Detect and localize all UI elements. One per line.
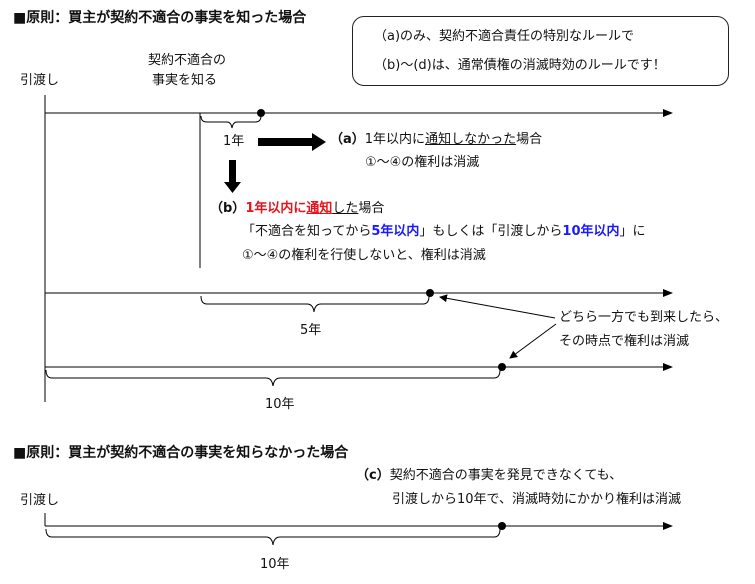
- brace-10-year: [45, 369, 501, 387]
- dot-10-year-2: [498, 522, 506, 530]
- case-b-underlined: した: [332, 201, 359, 216]
- knowledge-label-line2: 事実を知る: [152, 73, 218, 88]
- case-b-line2: 「不適合を知ってから5年以内」もしくは「引渡しから10年以内」に: [242, 224, 646, 240]
- dot-5-year: [426, 289, 434, 297]
- pointer-arrow-5-year: [439, 294, 556, 319]
- case-a-underlined: 通知しなかった: [425, 132, 517, 147]
- dot-1-year: [257, 109, 265, 117]
- case-b-line2-e: 」に: [619, 224, 646, 239]
- case-c-text: 契約不適合の事実を発見できなくても、: [389, 468, 623, 483]
- arrow-right-to-a: [258, 133, 326, 151]
- section2-title: ■原則：買主が契約不適合の事実を知らなかった場合: [13, 445, 349, 461]
- handover-label-2: 引渡し: [20, 493, 60, 508]
- brace-10-year-2: [45, 528, 501, 546]
- case-a-line2: ①～④の権利は消滅: [365, 155, 480, 170]
- case-b-text-after: 場合: [358, 201, 385, 216]
- ten-year-label-2: 10年: [260, 557, 290, 572]
- case-a-line1: （a）1年以内に通知しなかった場合: [330, 132, 542, 148]
- one-year-label: 1年: [223, 134, 245, 149]
- handover-label: 引渡し: [20, 73, 60, 88]
- ten-year-label: 10年: [265, 397, 295, 412]
- section1-title: ■原則：買主が契約不適合の事実を知った場合: [13, 10, 307, 26]
- case-b-10-years: 10年以内: [562, 224, 620, 239]
- case-a-text: 1年以内に: [364, 132, 426, 147]
- note-line2: その時点で権利は消滅: [559, 334, 690, 349]
- case-a-text-after: 場合: [516, 132, 543, 147]
- arrow-down-to-b: [224, 160, 241, 193]
- note-line1: どちら一方でも到来したら、: [559, 310, 729, 325]
- case-b-line2-c: 」もしくは「引渡しから: [419, 224, 563, 239]
- case-a-prefix: （a）: [330, 132, 365, 147]
- case-c-prefix: （c）: [356, 468, 390, 483]
- callout-line2: （b)～(d)は、通常債権の消滅時効のルールです！: [374, 58, 666, 73]
- brace-5-year: [200, 295, 430, 313]
- five-year-label: 5年: [300, 323, 322, 338]
- case-b-5-years: 5年以内: [371, 224, 420, 239]
- case-c-line1: （c）契約不適合の事実を発見できなくても、: [356, 468, 622, 484]
- brace-1-year: [200, 115, 262, 129]
- case-c-line2: 引渡しから10年で、消滅時効にかかり権利は消滅: [392, 492, 682, 507]
- case-b-line2-a: 「不適合を知ってから: [242, 224, 372, 239]
- case-b-line3: ①～④の権利を行使しないと、権利は消滅: [242, 248, 486, 263]
- callout-line1: （a)のみ、契約不適合責任の特別なルールで: [374, 29, 635, 44]
- case-b-red: 1年以内に: [245, 201, 307, 216]
- knowledge-label-line1: 契約不適合の: [148, 53, 227, 68]
- case-b-red-underlined: 通知: [306, 201, 333, 216]
- case-b-line1: （b）1年以内に通知した場合: [210, 201, 384, 217]
- callout-box: [352, 16, 729, 86]
- case-b-prefix: （b）: [210, 201, 246, 216]
- pointer-arrow-10-year: [509, 323, 557, 359]
- dot-10-year: [498, 363, 506, 371]
